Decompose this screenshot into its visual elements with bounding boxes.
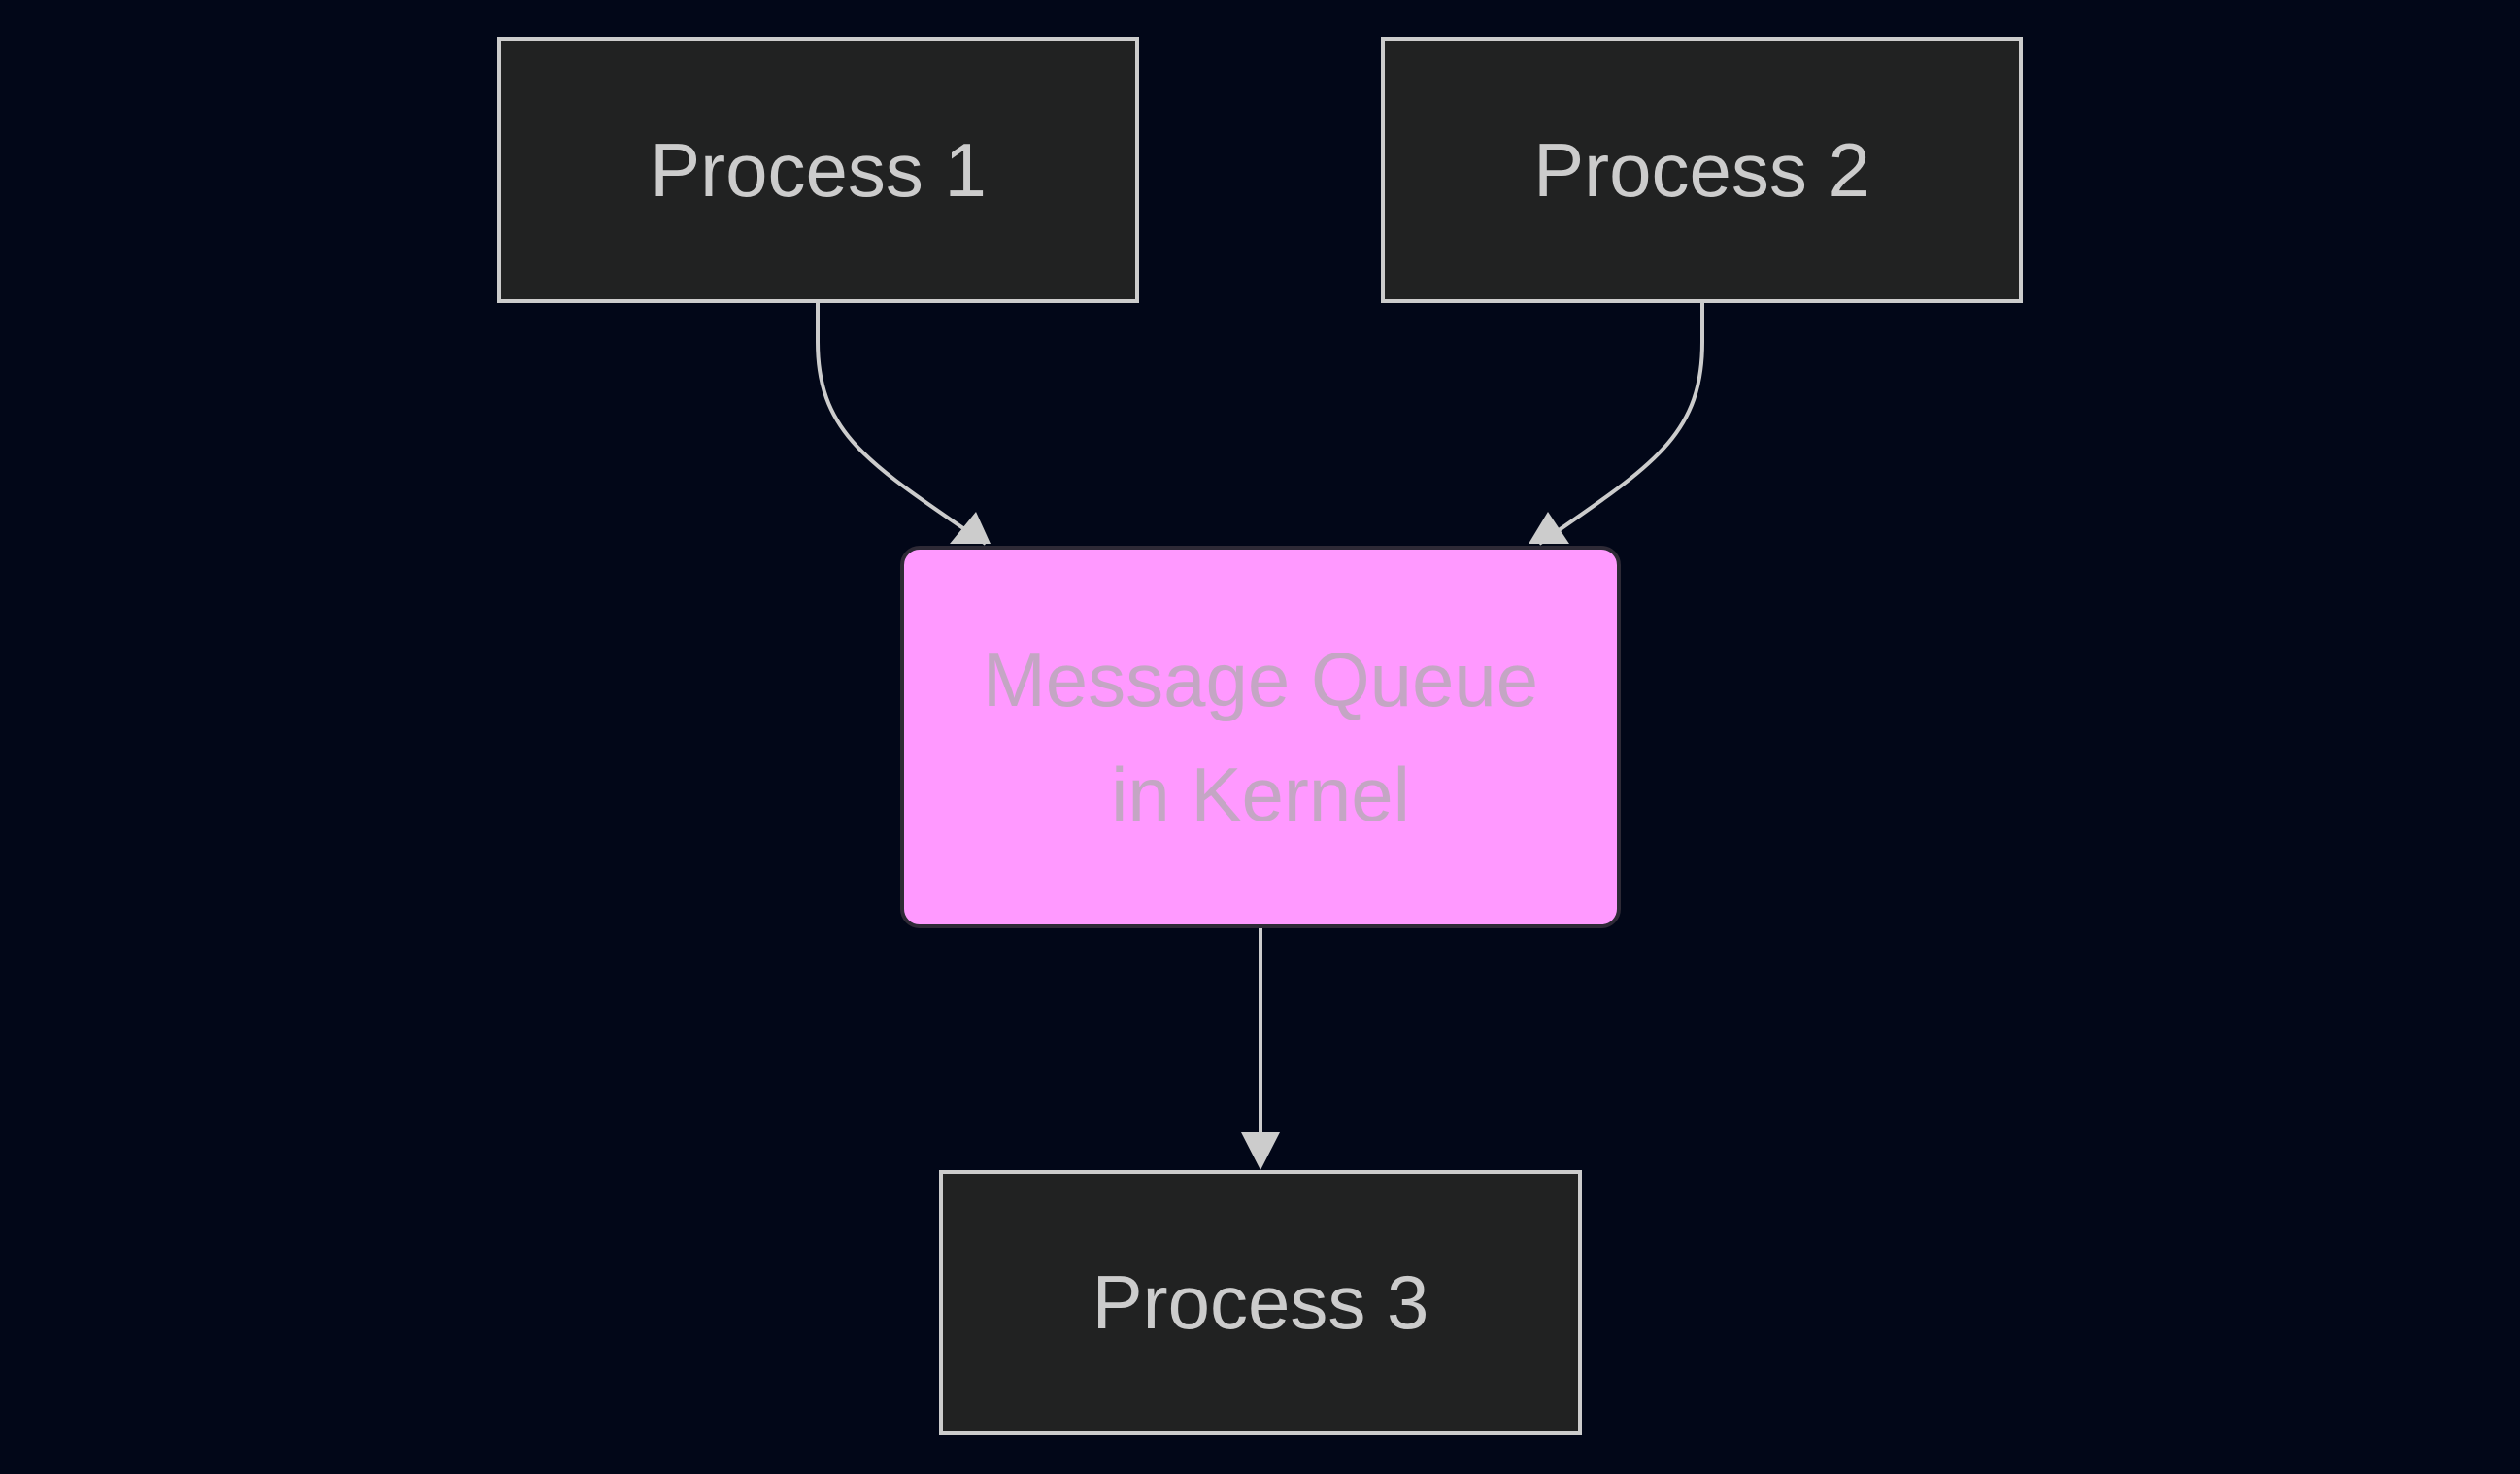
process-2-node[interactable]: Process 2 bbox=[1381, 37, 2023, 303]
edge-process1-to-queue bbox=[816, 303, 988, 546]
edge-process2-arrowhead bbox=[1529, 512, 1569, 544]
edge-process2-to-queue bbox=[1537, 303, 1704, 546]
process-1-label: Process 1 bbox=[650, 126, 987, 213]
edge-queue-arrowhead bbox=[1241, 1132, 1280, 1170]
process-3-node[interactable]: Process 3 bbox=[939, 1170, 1582, 1435]
process-1-node[interactable]: Process 1 bbox=[497, 37, 1139, 303]
message-queue-node[interactable]: Message Queue in Kernel bbox=[900, 546, 1621, 928]
message-queue-label-line1: Message Queue bbox=[982, 637, 1539, 722]
message-queue-label-line2: in Kernel bbox=[1111, 752, 1410, 837]
process-3-label: Process 3 bbox=[1092, 1259, 1429, 1345]
process-2-label: Process 2 bbox=[1533, 126, 1870, 213]
edge-process1-arrowhead bbox=[950, 512, 991, 544]
